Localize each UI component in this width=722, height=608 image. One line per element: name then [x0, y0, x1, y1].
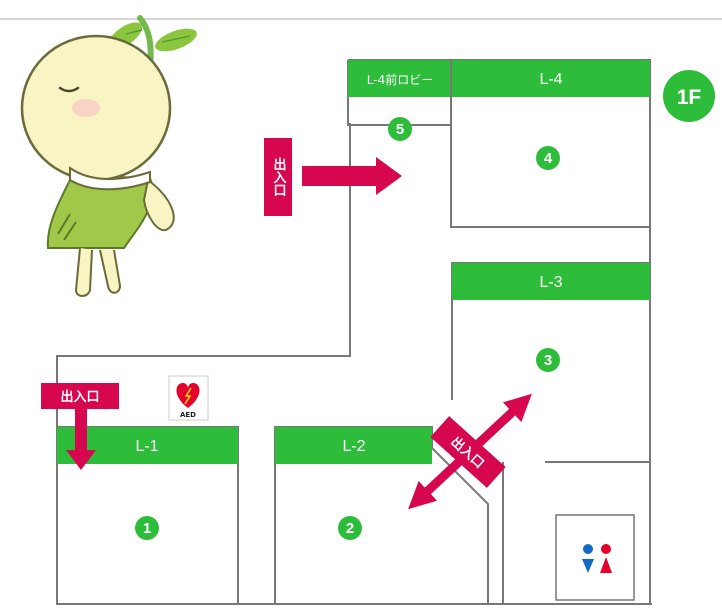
room-label-l3: L-3	[539, 274, 562, 291]
room-number-3: 3	[544, 352, 552, 369]
entrance-north: 出入口	[264, 138, 402, 216]
room-header-l4	[452, 60, 650, 97]
entrance-label-north: 出入口	[271, 157, 287, 197]
entrance-label-west: 出入口	[60, 389, 99, 405]
room-header-l2	[275, 427, 432, 464]
room-label-l1: L-1	[135, 438, 158, 455]
room-number-badge-4	[536, 146, 560, 170]
room-l4-lobby: L-4前ロビー 5	[348, 60, 452, 141]
room-label-l4: L-4	[539, 71, 562, 88]
room-label-l4-lobby: L-4前ロビー	[367, 72, 433, 87]
room-l2: L-2 2	[274, 426, 489, 604]
room-number-badge-3	[536, 348, 560, 372]
room-l3: L-3 3	[451, 262, 651, 463]
header-divider	[0, 18, 722, 20]
room-number-4: 4	[544, 150, 553, 167]
aed-marker: AED	[168, 375, 209, 421]
room-number-1: 1	[143, 520, 151, 537]
sprout-mascot-icon	[20, 15, 197, 297]
restroom-icon	[582, 544, 612, 573]
room-number-2: 2	[346, 520, 354, 537]
male-icon	[583, 544, 593, 554]
restroom	[555, 514, 635, 601]
floor-badge: 1F	[663, 70, 715, 122]
room-number-badge-1	[135, 516, 159, 540]
room-l4: L-4 4	[450, 59, 651, 228]
room-header-l4-lobby	[348, 60, 452, 97]
room-number-badge-5	[388, 117, 412, 141]
room-header-l3	[452, 263, 650, 300]
room-number-5: 5	[396, 121, 404, 138]
aed-label: AED	[180, 411, 196, 419]
female-icon	[601, 544, 611, 554]
room-number-badge-2	[338, 516, 362, 540]
entrance-west: 出入口	[41, 383, 119, 470]
arrow-down-icon	[66, 409, 96, 470]
room-label-l2: L-2	[342, 438, 365, 455]
entrance-diagonal: 出入口	[408, 393, 532, 510]
floor-label: 1F	[677, 86, 702, 109]
arrow-right-icon	[302, 157, 402, 195]
